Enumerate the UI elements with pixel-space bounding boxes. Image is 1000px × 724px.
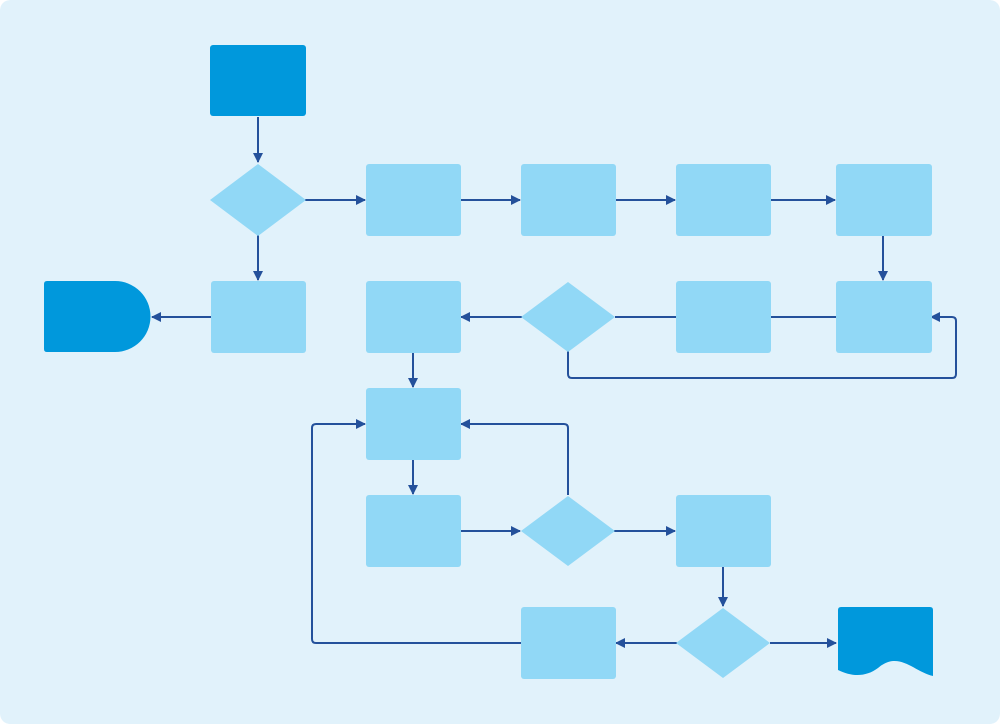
process-box-3 (676, 164, 771, 236)
connector-process-12-loop-to-process-9 (311, 419, 521, 644)
process-box-10 (366, 495, 461, 567)
process-box-11 (676, 495, 771, 567)
process-box-9 (366, 388, 461, 460)
document-end-shape (838, 607, 933, 676)
connector-decision-3-to-process-9 (460, 419, 569, 495)
decision-diamond-2 (521, 282, 615, 352)
process-box-4 (836, 164, 932, 236)
process-box-8 (836, 281, 932, 353)
decision-diamond-1 (210, 164, 306, 236)
process-box-5 (211, 281, 306, 353)
process-box-7 (676, 281, 771, 353)
process-box-6 (366, 281, 461, 353)
decision-diamond-3 (521, 496, 615, 566)
start-terminal (210, 45, 306, 116)
process-box-1 (366, 164, 461, 236)
end-delay-terminal (44, 281, 151, 352)
process-box-12 (521, 607, 616, 679)
decision-diamond-4 (676, 608, 770, 678)
process-box-2 (521, 164, 616, 236)
connector-decision-2-loop-to-process-8 (567, 312, 957, 379)
connectors (151, 117, 957, 648)
